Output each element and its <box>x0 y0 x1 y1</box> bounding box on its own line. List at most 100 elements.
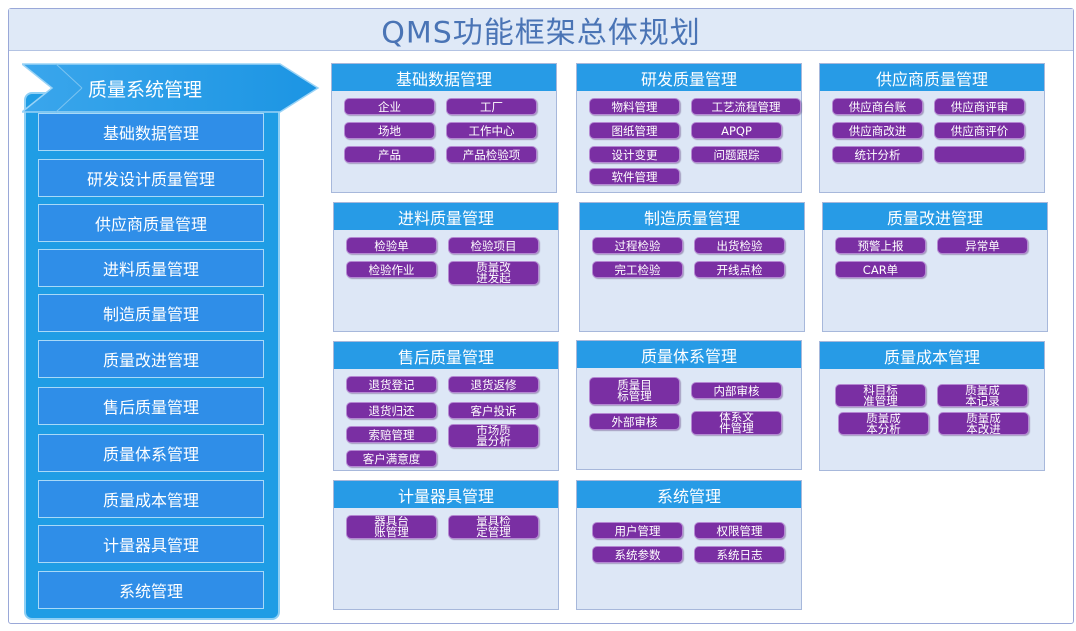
module-item: 质量成 本记录 <box>937 384 1028 407</box>
module-item: 系统日志 <box>694 546 785 563</box>
module-item: 工作中心 <box>446 122 537 139</box>
module-panel-title: 售后质量管理 <box>334 342 558 369</box>
module-item: 检验作业 <box>346 261 437 278</box>
module-item: 企业 <box>344 98 435 115</box>
module-item: 检验项目 <box>448 237 539 254</box>
module-panel-title: 系统管理 <box>577 481 801 508</box>
module-item: 体系文 件管理 <box>691 411 782 435</box>
sidebar-banner-label: 质量系统管理 <box>88 79 203 101</box>
module-item: 客户投诉 <box>448 402 539 419</box>
module-item: 质量成 本分析 <box>838 412 929 435</box>
sidebar-item-label: 质量改进管理 <box>102 351 199 370</box>
module-item: 量具检 定管理 <box>448 515 539 539</box>
module-item: 质量目 标管理 <box>589 377 680 405</box>
module-item: 科目标 准管理 <box>835 384 926 407</box>
sidebar-item[interactable]: 售后质量管理 <box>38 387 264 425</box>
module-item: 用户管理 <box>592 522 683 539</box>
module-item: CAR单 <box>835 261 926 278</box>
module-item: 工厂 <box>446 98 537 115</box>
module-panel: 制造质量管理过程检验出货检验完工检验开线点检 <box>579 202 805 332</box>
module-item: 出货检验 <box>694 237 785 254</box>
banner-arrow-shape <box>22 63 320 113</box>
module-item: 完工检验 <box>592 261 683 278</box>
module-item: 索赔管理 <box>346 426 437 443</box>
sidebar-item[interactable]: 供应商质量管理 <box>38 204 264 242</box>
module-item: 物料管理 <box>589 98 680 115</box>
module-panel-title: 基础数据管理 <box>332 64 556 91</box>
module-item: 市场质 量分析 <box>448 424 539 448</box>
sidebar-item-label: 售后质量管理 <box>102 398 199 417</box>
module-item: 供应商评审 <box>934 98 1025 115</box>
sidebar-item[interactable]: 制造质量管理 <box>38 294 264 332</box>
sidebar-item-label: 基础数据管理 <box>102 124 199 143</box>
sidebar-item-label: 质量成本管理 <box>102 491 199 510</box>
module-item: 预警上报 <box>835 237 926 254</box>
sidebar-item[interactable]: 质量成本管理 <box>38 480 264 518</box>
module-item: 客户满意度 <box>346 450 437 467</box>
page-title: QMS功能框架总体规划 <box>381 15 701 51</box>
sidebar-item[interactable]: 质量体系管理 <box>38 434 264 472</box>
module-item: 外部审核 <box>589 413 680 430</box>
module-panel-title: 研发质量管理 <box>577 64 801 91</box>
module-panel-title: 质量体系管理 <box>577 341 801 368</box>
module-item: 供应商台账 <box>832 98 923 115</box>
module-item: APQP <box>691 122 782 139</box>
module-item: 统计分析 <box>832 146 923 163</box>
module-panel: 系统管理用户管理权限管理系统参数系统日志 <box>576 480 802 610</box>
module-panel-title: 进料质量管理 <box>334 203 558 230</box>
module-item: 图纸管理 <box>589 122 680 139</box>
module-panel-title: 供应商质量管理 <box>820 64 1044 91</box>
sidebar-item-label: 进料质量管理 <box>102 260 199 279</box>
module-panel: 计量器具管理器具台 账管理量具检 定管理 <box>333 480 559 610</box>
module-item: 软件管理 <box>589 168 680 185</box>
module-item: 质量成 本改进 <box>938 412 1029 435</box>
sidebar-item[interactable]: 系统管理 <box>38 571 264 609</box>
module-item: 退货返修 <box>448 376 539 393</box>
module-item: 供应商评价 <box>934 122 1025 139</box>
sidebar-item-label: 供应商质量管理 <box>94 215 207 234</box>
module-item: 问题跟踪 <box>691 146 782 163</box>
module-panel: 质量成本管理科目标 准管理质量成 本记录质量成 本分析质量成 本改进 <box>819 341 1045 471</box>
module-item: 供应商改进 <box>832 122 923 139</box>
module-panel: 研发质量管理物料管理工艺流程管理图纸管理 APQP 设计变更问题跟踪软件管理 <box>576 63 802 193</box>
module-item: 系统参数 <box>592 546 683 563</box>
title-bar: QMS功能框架总体规划 <box>9 9 1073 51</box>
module-item: 器具台 账管理 <box>346 515 437 539</box>
sidebar-item-label: 制造质量管理 <box>102 305 199 324</box>
module-panel: 质量体系管理质量目 标管理内部审核外部审核体系文 件管理 <box>576 340 802 470</box>
sidebar-banner: 质量系统管理 <box>22 62 320 114</box>
sidebar-item-label: 系统管理 <box>118 582 183 601</box>
module-item: 产品检验项 <box>446 146 537 163</box>
sidebar-item-label: 研发设计质量管理 <box>86 170 215 189</box>
module-panel: 进料质量管理检验单检验项目检验作业质量改 进发起 <box>333 202 559 332</box>
module-item: 退货归还 <box>346 402 437 419</box>
module-panel-title: 质量改进管理 <box>823 203 1047 230</box>
module-item: 异常单 <box>937 237 1028 254</box>
module-panel-title: 计量器具管理 <box>334 481 558 508</box>
module-item: 权限管理 <box>694 522 785 539</box>
module-item: 开线点检 <box>694 261 785 278</box>
module-panel: 基础数据管理企业工厂场地工作中心产品产品检验项 <box>331 63 557 193</box>
sidebar-item[interactable]: 基础数据管理 <box>38 113 264 151</box>
module-panel: 质量改进管理预警上报异常单 CAR单 <box>822 202 1048 332</box>
module-panel: 供应商质量管理供应商台账供应商评审供应商改进供应商评价统计分析 <box>819 63 1045 193</box>
module-item: 场地 <box>344 122 435 139</box>
module-item <box>934 146 1025 163</box>
sidebar-item-label: 质量体系管理 <box>102 445 199 464</box>
sidebar-item[interactable]: 进料质量管理 <box>38 249 264 287</box>
module-panel: 售后质量管理退货登记退货返修退货归还客户投诉索赔管理市场质 量分析客户满意度 <box>333 341 559 471</box>
module-panel-title: 质量成本管理 <box>820 342 1044 369</box>
module-panel-title: 制造质量管理 <box>580 203 804 230</box>
module-item: 产品 <box>344 146 435 163</box>
sidebar-item[interactable]: 研发设计质量管理 <box>38 159 264 197</box>
module-item: 退货登记 <box>346 376 437 393</box>
sidebar-item[interactable]: 质量改进管理 <box>38 340 264 378</box>
module-item: 检验单 <box>346 237 437 254</box>
module-item: 内部审核 <box>691 382 782 399</box>
module-item: 过程检验 <box>592 237 683 254</box>
sidebar-item[interactable]: 计量器具管理 <box>38 525 264 563</box>
module-item: 设计变更 <box>589 146 680 163</box>
module-item: 工艺流程管理 <box>691 98 801 115</box>
sidebar-item-label: 计量器具管理 <box>102 536 199 555</box>
module-item: 质量改 进发起 <box>448 261 539 285</box>
